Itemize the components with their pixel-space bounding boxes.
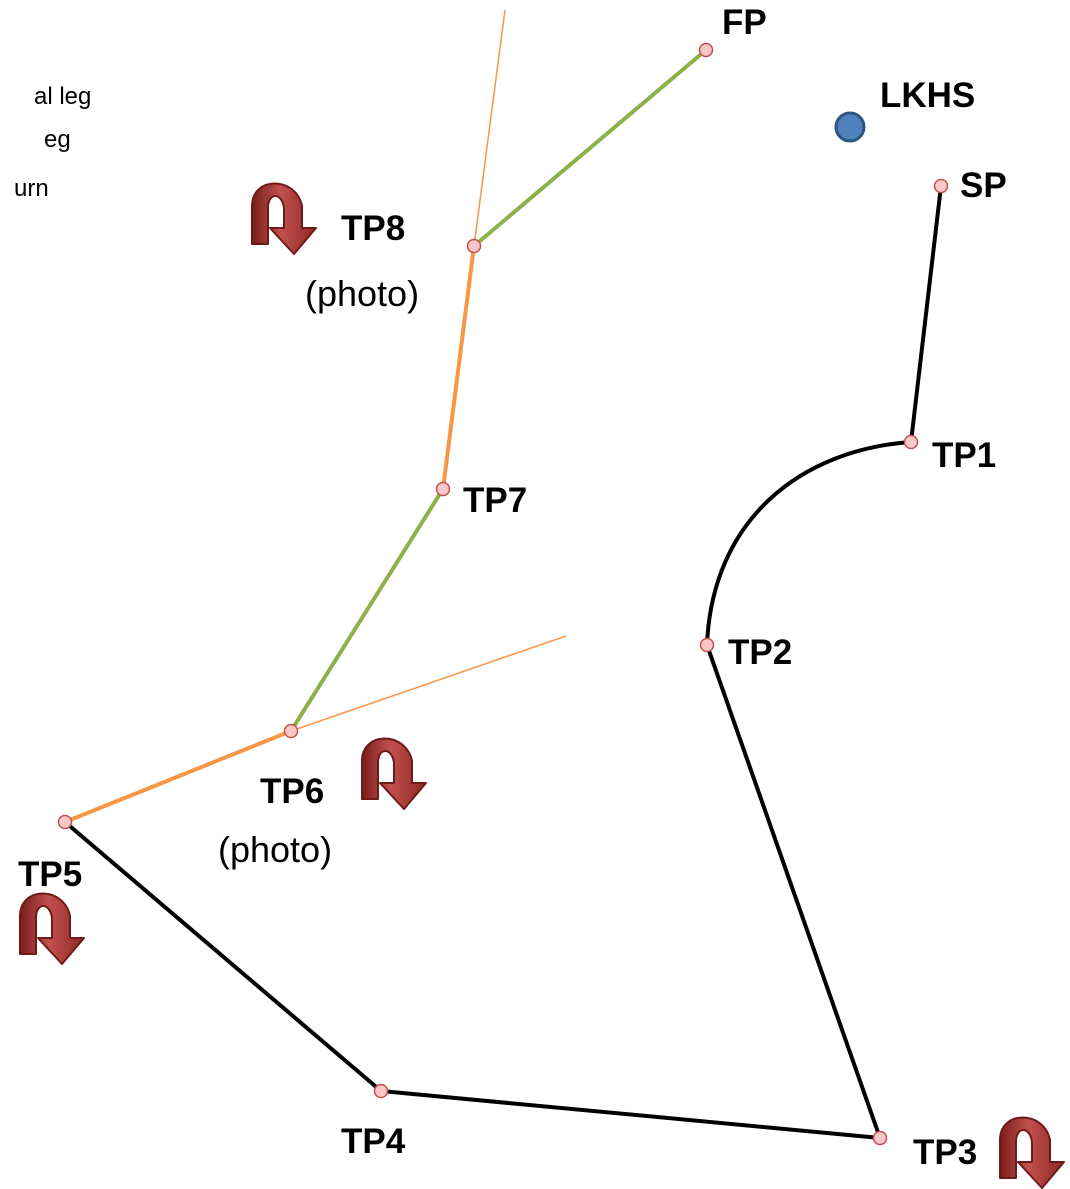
label-sp: SP xyxy=(960,166,1007,205)
black-route xyxy=(63,184,943,1140)
label-tp3: TP3 xyxy=(913,1133,977,1172)
legend: al leg eg urn xyxy=(14,83,91,202)
waypoints xyxy=(57,42,949,1146)
label-tp1: TP1 xyxy=(932,436,996,475)
legend-item-3: urn xyxy=(14,175,49,202)
label-tp5: TP5 xyxy=(18,855,82,894)
green-route xyxy=(289,48,708,733)
waypoint-circle-icon xyxy=(57,814,73,830)
u-turn-arrow-icon-tp5 xyxy=(19,892,85,965)
extension-line-tp8 xyxy=(473,9,506,247)
waypoint-circle-icon xyxy=(933,178,949,194)
waypoint-circle-icon xyxy=(435,481,451,497)
waypoint-circle-icon xyxy=(466,238,482,254)
label-tp6: TP6 xyxy=(260,772,324,811)
leg-tp3-tp4 xyxy=(379,1089,882,1140)
label-tp6-photo: (photo) xyxy=(218,829,332,870)
label-tp2: TP2 xyxy=(728,633,792,672)
label-fp: FP xyxy=(722,3,767,42)
waypoint-circle-icon xyxy=(373,1083,389,1099)
label-tp8-photo: (photo) xyxy=(305,273,419,314)
leg-sp-tp1 xyxy=(909,184,943,444)
label-lkhs: LKHS xyxy=(880,76,975,115)
label-tp4: TP4 xyxy=(341,1122,406,1161)
u-turn-arrow-icon-tp3 xyxy=(999,1116,1065,1189)
waypoint-circle-icon xyxy=(903,434,919,450)
leg-tp6-tp7 xyxy=(289,487,445,733)
orange-route xyxy=(63,244,476,824)
leg-tp2-tp3 xyxy=(705,643,882,1140)
legend-item-2: eg xyxy=(44,126,71,153)
legend-item-1: al leg xyxy=(34,83,91,110)
leg-tp5-tp6 xyxy=(63,729,293,824)
waypoint-circle-icon xyxy=(872,1130,888,1146)
waypoint-circle-icon xyxy=(699,637,715,653)
extension-line-tp6 xyxy=(290,635,567,732)
leg-tp1-tp2-arc xyxy=(705,440,913,647)
u-turn-arrow-icon-tp6 xyxy=(361,737,427,810)
waypoint-circle-icon xyxy=(283,723,299,739)
airfield-dot-icon xyxy=(834,111,866,143)
waypoint-circle-icon xyxy=(698,42,714,58)
u-turn-arrow-icon-tp8 xyxy=(251,182,317,255)
label-tp7: TP7 xyxy=(463,481,527,520)
leg-tp8-fp xyxy=(472,48,708,248)
leg-tp4-tp5 xyxy=(63,820,383,1093)
leg-tp7-tp8 xyxy=(441,244,476,491)
label-tp8: TP8 xyxy=(341,209,405,248)
